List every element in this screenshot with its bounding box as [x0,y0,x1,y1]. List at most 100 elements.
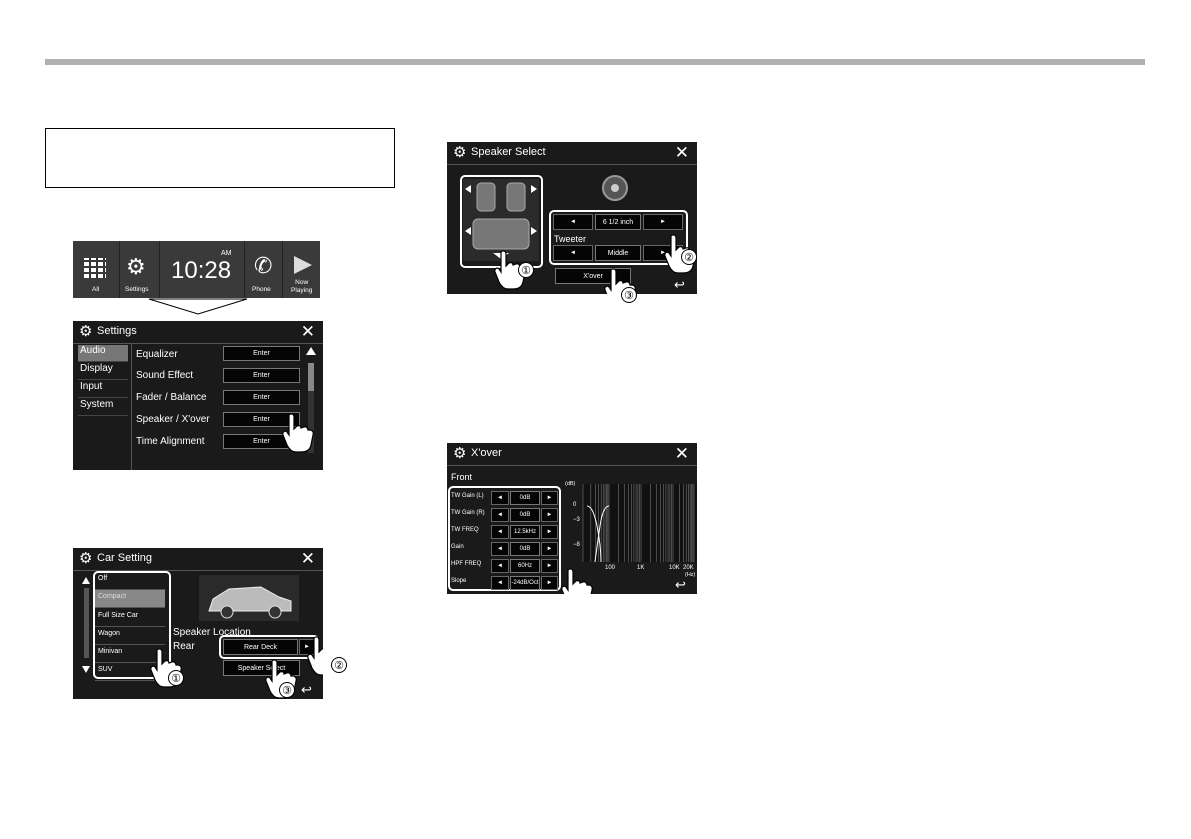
settings-screen: ⚙ Settings ✕ Audio Display Input System … [73,321,323,470]
xover-row-value: 0dB [510,542,540,556]
home-item-phone-label: Phone [252,286,271,293]
speaker-icon [602,175,628,201]
next-arrow-button[interactable]: ► [541,576,558,590]
next-arrow-button[interactable]: ► [643,214,683,230]
prev-arrow-button[interactable]: ◄ [553,214,593,230]
highlight-frame [448,486,561,591]
prev-arrow-button[interactable]: ◄ [491,525,509,539]
xover-row-value: 12.5kHz [510,525,540,539]
next-arrow-button[interactable]: ► [541,559,558,573]
car-type-item[interactable]: SUV [95,663,165,681]
clock-ampm: AM [221,250,232,257]
next-arrow-button[interactable]: ► [541,542,558,556]
gear-icon: ⚙ [126,254,146,279]
next-arrow-button[interactable]: ► [541,525,558,539]
callout-1: ① [518,262,534,278]
tab-display[interactable]: Display [78,363,128,380]
car-image [199,575,299,621]
xover-row-label: Gain [451,544,464,550]
close-icon[interactable]: ✕ [300,549,315,568]
close-icon[interactable]: ✕ [674,143,689,162]
car-setting-titlebar: ⚙ Car Setting ✕ [73,548,323,571]
home-item-now-playing[interactable]: Now Playing [282,241,320,298]
back-icon[interactable]: ↩ [675,577,686,592]
section-label: Front [451,472,473,482]
scrollbar[interactable] [84,588,89,658]
prev-arrow-button[interactable]: ◄ [491,559,509,573]
car-icon [208,586,292,619]
xover-row-value: 0dB [510,491,540,505]
x-tick-label: 1K [637,565,644,571]
settings-row-label: Sound Effect [136,370,194,381]
prev-arrow-button[interactable]: ◄ [491,508,509,522]
highlight-frame [93,571,171,679]
prev-arrow-button[interactable]: ◄ [553,245,593,261]
close-icon[interactable]: ✕ [300,322,315,341]
close-icon[interactable]: ✕ [674,444,689,463]
car-type-item[interactable]: Minivan [95,645,165,663]
enter-button[interactable]: Enter [223,346,300,361]
home-item-settings[interactable]: ⚙ Settings [119,241,160,298]
back-icon[interactable]: ↩ [301,682,312,697]
settings-divider [131,343,132,470]
callout-3: ③ [279,682,295,698]
header-rule [45,59,1145,65]
phone-icon: ✆ [254,253,273,278]
back-icon[interactable]: ↩ [674,277,685,292]
prev-arrow-button[interactable]: ◄ [491,576,509,590]
scroll-up-icon[interactable] [306,347,316,355]
xover-row-label: TW Gain (L) [451,493,484,499]
xover-title: X'over [471,447,502,459]
highlight-frame [219,635,319,659]
xover-row-label: TW Gain (R) [451,510,485,516]
scrollbar-thumb[interactable] [308,363,314,391]
car-type-item[interactable]: Full Size Car [95,609,165,627]
y-unit-label: (dB) [565,481,576,487]
scrollbar[interactable] [308,363,314,453]
xover-row-label: HPF FREQ [451,561,482,567]
tweeter-value: Middle [595,245,641,261]
car-seats-icon [465,182,537,259]
tab-system[interactable]: System [78,399,128,416]
prev-arrow-button[interactable]: ◄ [491,542,509,556]
enter-button[interactable]: Enter [223,390,300,405]
xover-row-value: 60Hz [510,559,540,573]
clock-time: 10:28 [171,257,232,284]
hand-pointer-icon [282,413,314,453]
note-box [45,128,395,188]
callout-2: ② [331,657,347,673]
home-item-phone[interactable]: ✆ Phone [244,241,283,298]
rear-speaker-select[interactable]: Rear Deck [223,639,298,655]
gear-icon: ⚙ [453,144,467,161]
home-bar: All ⚙ Settings AM 10:28 ✆ Phone Now Play… [73,241,320,298]
seat-map[interactable] [463,179,539,261]
car-type-item[interactable]: Off [95,572,165,590]
scroll-up-icon[interactable] [82,577,90,584]
gear-icon: ⚙ [79,323,93,340]
gear-icon: ⚙ [79,550,93,567]
car-type-item-selected[interactable]: Compact [95,590,165,608]
tweeter-label: Tweeter [554,234,587,244]
settings-row-label: Speaker / X'over [136,414,210,425]
callout-1: ① [168,670,184,686]
settings-titlebar: ⚙ Settings ✕ [73,321,323,344]
tab-input[interactable]: Input [78,381,128,398]
scroll-down-icon[interactable] [82,666,90,673]
down-triangle-arrow [148,298,248,315]
next-arrow-button[interactable]: ► [541,508,558,522]
tab-audio[interactable]: Audio [78,345,128,362]
prev-arrow-button[interactable]: ◄ [491,491,509,505]
y-tick-label: −3 [573,517,581,523]
x-unit-label: (Hz) [685,572,696,578]
y-tick-label: 0 [573,502,577,508]
speaker-select-screen: ⚙ Speaker Select ✕ ◄ 6 1/2 inch ► Tweete… [447,142,697,294]
enter-button[interactable]: Enter [223,368,300,383]
next-arrow-button[interactable]: ► [541,491,558,505]
speaker-select-titlebar: ⚙ Speaker Select ✕ [447,142,697,165]
settings-row-label: Time Alignment [136,436,205,447]
enter-button[interactable]: Enter [223,412,300,427]
hand-pointer-icon [307,636,323,676]
lowpass-curve [586,505,602,563]
car-type-item[interactable]: Wagon [95,627,165,645]
home-item-all[interactable]: All [73,241,120,298]
